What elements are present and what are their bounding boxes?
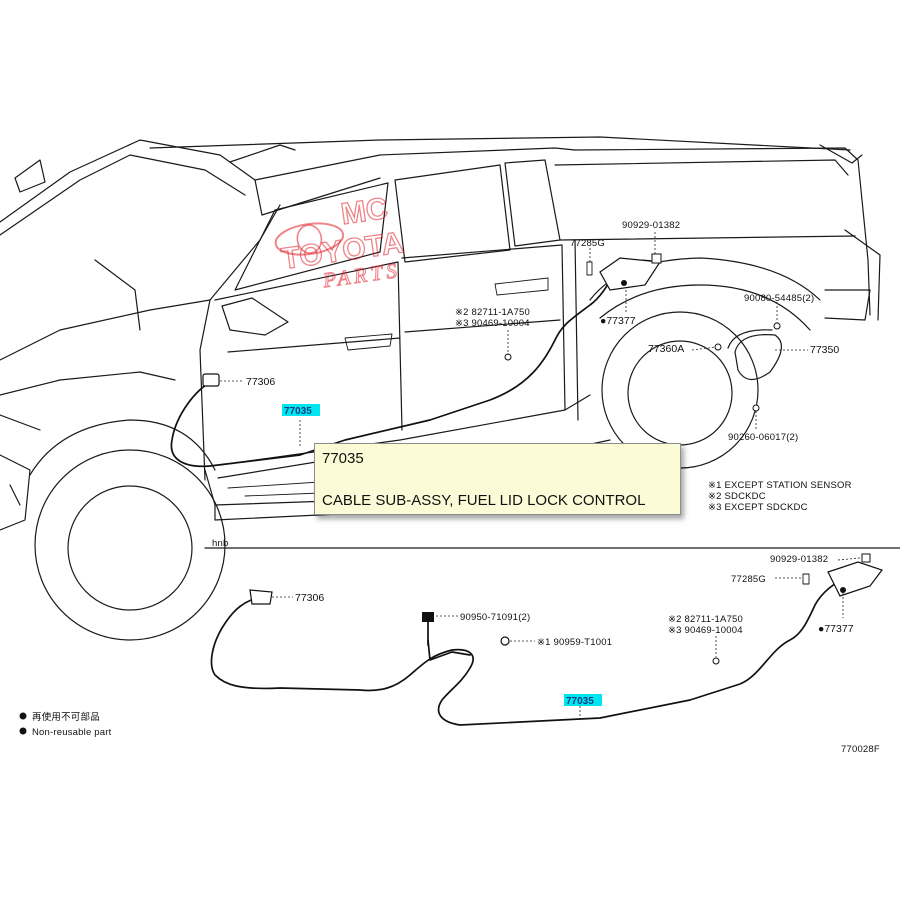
bolt-lower-icon xyxy=(861,553,871,563)
callout-90959-t1001[interactable]: ※1 90959-T1001 xyxy=(537,637,612,648)
upper-leaders xyxy=(220,232,808,448)
fuel-lid-lock-icon xyxy=(599,257,662,291)
callout-90929-01382-lower[interactable]: 90929-01382 xyxy=(770,554,828,565)
bolt-icon xyxy=(651,253,662,264)
lower-callouts: 77306 90950-71091(2) ※1 90959-T1001 9092… xyxy=(295,554,854,707)
watermark-logo-icon xyxy=(274,222,345,256)
callout-77360a[interactable]: 77360A xyxy=(648,343,684,355)
note-2: ※2 SDCKDC xyxy=(708,491,766,502)
callout-77285g[interactable]: 77285G xyxy=(570,238,605,249)
watermark-line1: MC xyxy=(339,192,390,231)
legend: 再使用不可部品 Non-reusable part xyxy=(19,711,112,738)
note-3: ※3 EXCEPT SDCKDC xyxy=(708,502,808,513)
callout-77377[interactable]: ●77377 xyxy=(600,315,636,327)
lower-leaders xyxy=(272,557,861,722)
tooltip-part-number: 77035 xyxy=(322,450,364,467)
callout-90469-10004[interactable]: ※3 90469-10004 xyxy=(455,318,530,329)
lever-77306-icon xyxy=(202,373,220,387)
footnotes: ※1 EXCEPT STATION SENSOR ※2 SDCKDC ※3 EX… xyxy=(708,480,852,513)
callout-77035-lower[interactable]: 77035 xyxy=(566,696,594,707)
figure-id: 770028F xyxy=(841,744,880,755)
callout-77285g-lower[interactable]: 77285G xyxy=(731,574,766,585)
note-1: ※1 EXCEPT STATION SENSOR xyxy=(708,480,852,491)
callout-82711-1a750-lower[interactable]: ※2 82711-1A750 xyxy=(668,614,743,625)
lever-77306-lower-icon xyxy=(249,589,273,605)
part-tooltip: 77035 CABLE SUB-ASSY, FUEL LID LOCK CONT… xyxy=(314,443,681,515)
tooltip-part-name: CABLE SUB-ASSY, FUEL LID LOCK CONTROL xyxy=(322,492,646,509)
callout-90929-01382[interactable]: 90929-01382 xyxy=(622,220,680,231)
legend-item-jp: 再使用不可部品 xyxy=(32,711,100,723)
callout-82711-1a750[interactable]: ※2 82711-1A750 xyxy=(455,307,530,318)
callout-77306[interactable]: 77306 xyxy=(246,376,275,388)
bullet-icon xyxy=(19,727,27,735)
callout-90950-71091[interactable]: 90950-71091(2) xyxy=(460,612,530,623)
callout-90080-54485[interactable]: 90080-54485(2) xyxy=(744,293,814,304)
callout-77377-lower[interactable]: ●77377 xyxy=(818,623,854,635)
callout-77350[interactable]: 77350 xyxy=(810,344,839,356)
callout-90260-06017[interactable]: 90260-06017(2) xyxy=(728,432,798,443)
upper-callouts: 77306 77035 77285G 90929-01382 ※2 82711-… xyxy=(212,220,839,549)
watermark: MC TOYOTA PARTS xyxy=(274,191,406,293)
callout-77306-lower[interactable]: 77306 xyxy=(295,592,324,604)
grommet-90959-icon xyxy=(500,636,510,646)
fender-label: hnb xyxy=(212,538,228,549)
fuel-lid-lock-lower-icon xyxy=(827,561,883,597)
callout-77035-upper[interactable]: 77035 xyxy=(284,406,312,417)
vehicle-outline xyxy=(0,136,900,641)
highlight-77035-upper xyxy=(282,404,320,416)
lower-cable-assembly xyxy=(210,553,883,726)
callout-90469-10004-lower[interactable]: ※3 90469-10004 xyxy=(668,625,743,636)
highlight-77035-lower xyxy=(564,694,602,706)
upper-cable-assembly xyxy=(170,253,781,468)
bullet-icon xyxy=(19,712,27,720)
legend-item-en: Non-reusable part xyxy=(32,727,112,738)
clip-90950-icon xyxy=(422,612,434,622)
